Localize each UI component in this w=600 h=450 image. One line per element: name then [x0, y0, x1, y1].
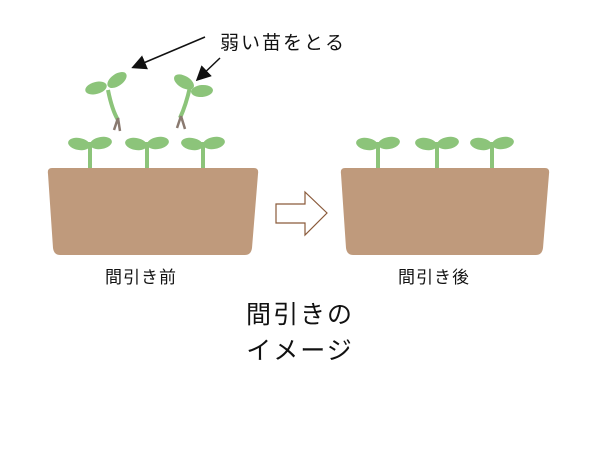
transition-arrow [275, 190, 328, 237]
planter-after [340, 168, 550, 255]
seedling [469, 135, 515, 170]
callout-arrow-right [195, 57, 221, 82]
seedling [180, 135, 226, 170]
seedling [414, 135, 460, 170]
seedling [355, 135, 401, 170]
diagram-title: 間引きの イメージ [0, 297, 600, 369]
seedling [67, 135, 113, 170]
callout-label: 弱い苗をとる [220, 32, 347, 54]
weak-seedling-2 [174, 74, 213, 130]
callout-arrow-left [131, 36, 206, 70]
weak-seedling-1 [85, 72, 127, 132]
before-label: 間引き前 [105, 268, 177, 288]
seedling [124, 135, 170, 170]
title-line-2: イメージ [246, 336, 354, 365]
title-line-1: 間引きの [245, 300, 354, 329]
planter-before [47, 168, 259, 255]
after-label: 間引き後 [398, 268, 470, 288]
